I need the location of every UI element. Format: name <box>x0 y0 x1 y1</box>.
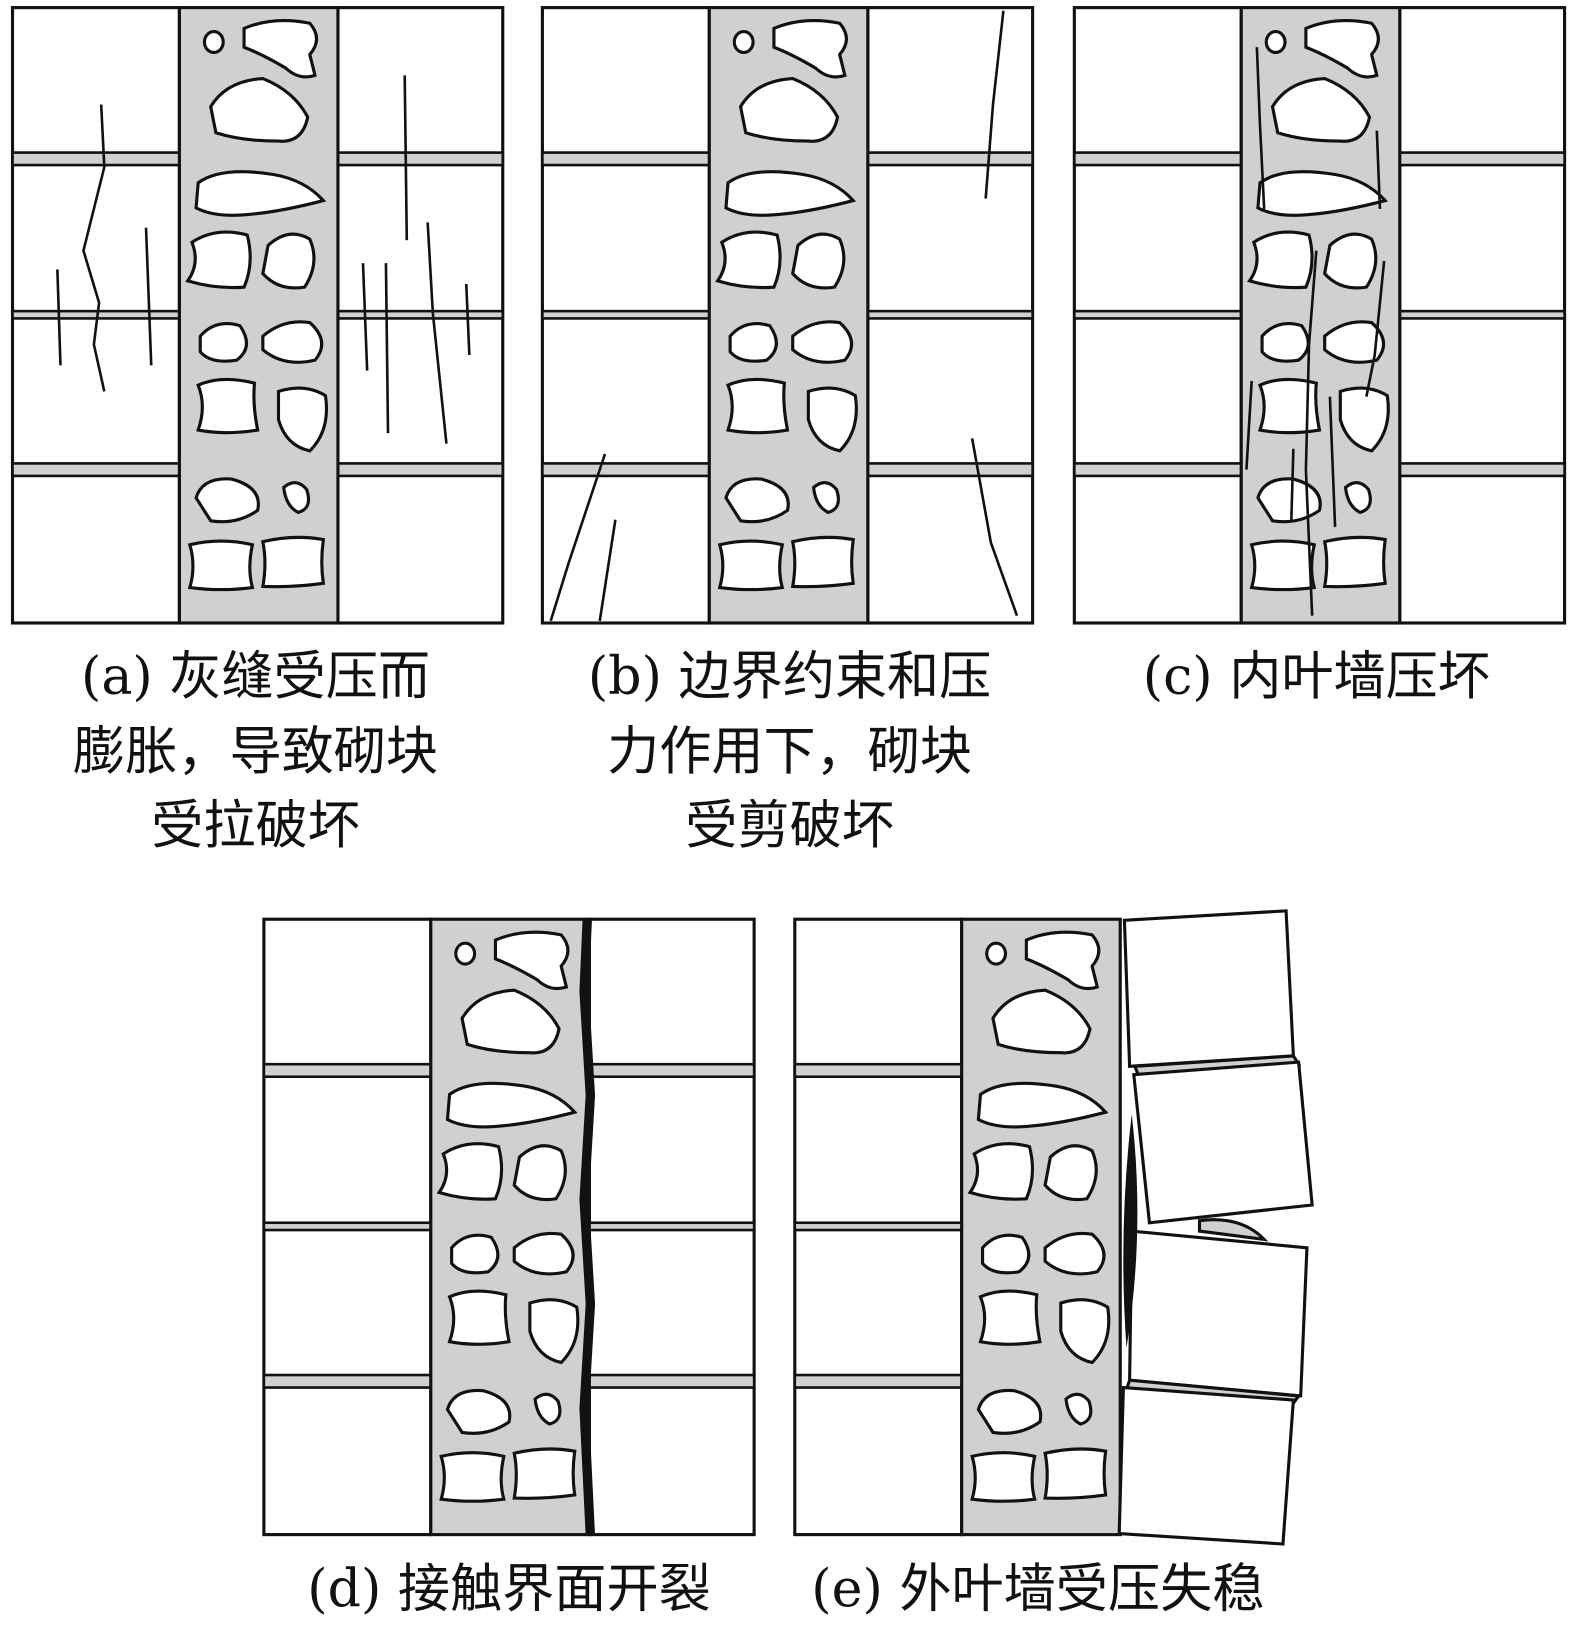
inner-leaf-cracks <box>1245 47 1386 616</box>
caption-b-line3: 受剪破坏 <box>685 796 894 856</box>
panel-d: (d) 接触界面开裂 <box>262 917 756 1620</box>
caption-a-line2: 膨胀，导致砌块 <box>73 722 438 782</box>
caption-a-line3: 受拉破坏 <box>151 796 360 856</box>
panel-c: (c) 内叶墙压坏 <box>1072 6 1567 707</box>
panel-b: (b) 边界约束和压 力作用下，砌块 受剪破坏 <box>540 6 1035 856</box>
panel-e: (e) 外叶墙受压失稳 <box>793 909 1314 1620</box>
interface-gap <box>1123 1114 1138 1348</box>
outer-leaf-buckled-blocks <box>1117 909 1314 1546</box>
tension-cracks <box>56 75 471 444</box>
panel-a: (a) 灰缝受压而 膨胀，导致砌块 受拉破坏 <box>10 6 505 856</box>
caption-b-line2: 力作用下，砌块 <box>607 722 972 782</box>
caption-c: (c) 内叶墙压坏 <box>1143 647 1490 707</box>
caption-b-line1: (b) 边界约束和压 <box>588 647 991 707</box>
caption-e: (e) 外叶墙受压失稳 <box>811 1560 1264 1620</box>
interface-crack <box>579 920 596 1536</box>
caption-d: (d) 接触界面开裂 <box>307 1560 710 1620</box>
caption-a-line1: (a) 灰缝受压而 <box>81 647 430 707</box>
shear-cracks <box>549 10 1019 622</box>
